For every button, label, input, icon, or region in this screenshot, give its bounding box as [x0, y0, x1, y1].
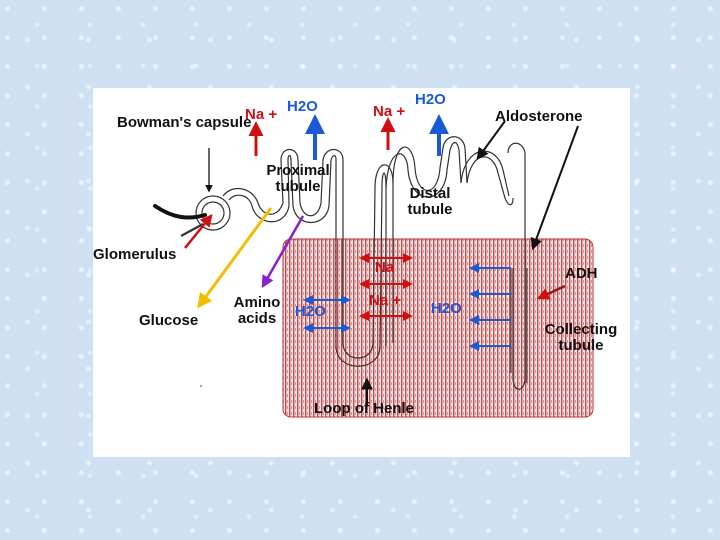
loop-of-henle-label: Loop of Henle: [314, 400, 414, 417]
amino-acids-label: Amino acids: [233, 294, 281, 327]
adh-label: ADH: [565, 265, 598, 282]
efferent-arteriole: [180, 223, 204, 237]
na-loop-lower-label: Na +: [369, 292, 402, 309]
glucose-arrow: [197, 207, 273, 309]
h2o-loop-label: H2O: [295, 303, 326, 320]
collecting-tubule-label: Collecting tubule: [544, 321, 618, 354]
bowmans-capsule-shape: [195, 195, 231, 231]
adh-arrow: [536, 284, 566, 300]
glomerulus-arrow: [184, 214, 213, 249]
aldosterone-label: Aldosterone: [495, 108, 583, 125]
h2o-collecting-label: H2O: [431, 300, 462, 317]
na-proximal-label: Na +: [245, 106, 278, 123]
aldosterone-arrow: [476, 120, 506, 160]
glomerulus-shape: [201, 201, 225, 225]
distal-tubule-label: Distal tubule: [407, 185, 453, 218]
bowmans-capsule-label: Bowman's capsule: [117, 114, 252, 131]
glucose-label: Glucose: [139, 312, 199, 329]
stray-dot: [200, 385, 202, 387]
h2o-proximal-label: H2O: [287, 98, 318, 115]
na-loop-upper-label: Na: [375, 259, 395, 276]
nephron-diagram: [153, 114, 594, 418]
h2o-distal-label: H2O: [415, 91, 446, 108]
diagram-panel: Bowman's capsule Na + H2O Na + H2O Aldos…: [93, 88, 630, 457]
amino-acids-arrow: [261, 215, 305, 289]
proximal-tubule-label: Proximal tubule: [266, 162, 330, 195]
afferent-arteriole: [153, 204, 207, 220]
adh-pointer-arrow: [530, 125, 579, 251]
na-distal-label: Na +: [373, 103, 406, 120]
glomerulus-label: Glomerulus: [93, 246, 177, 263]
